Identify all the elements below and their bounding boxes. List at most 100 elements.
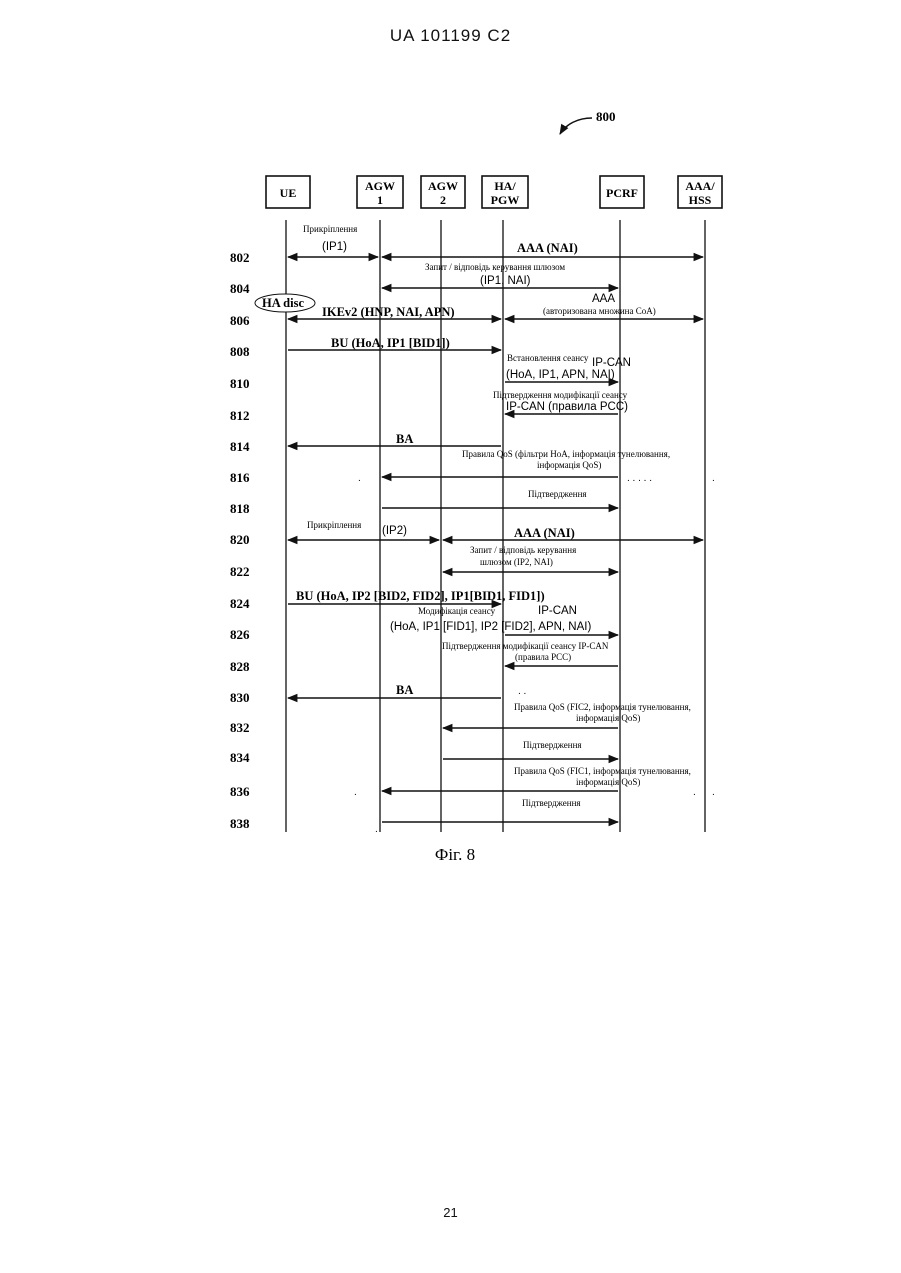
svg-text:IP-CAN: IP-CAN — [538, 605, 577, 617]
step-number: 820 — [230, 532, 250, 547]
message-816: Правила QoS (фільтри HoA, інформація тун… — [358, 449, 715, 484]
step-number: 826 — [230, 627, 250, 642]
svg-text:HA/: HA/ — [494, 179, 516, 193]
step-number: 834 — [230, 750, 250, 765]
svg-text:.: . — [375, 824, 378, 835]
message-812: Підтвердження модифікації сеансу IP-CAN … — [493, 390, 628, 414]
svg-text:IP-CAN: IP-CAN — [592, 357, 631, 369]
step-number: 814 — [230, 439, 250, 454]
svg-text:IP-CAN (правила PCC): IP-CAN (правила PCC) — [506, 401, 628, 413]
message-802: Прикріплення (IP1) AAA (NAI) — [288, 224, 703, 257]
step-number: 830 — [230, 690, 250, 705]
svg-text:Запит / відповідь керування шл: Запит / відповідь керування шлюзом — [425, 262, 565, 272]
svg-text:BA: BA — [396, 432, 413, 446]
message-806: HA disc AAA IKEv2 (HNP, NAI, APN) (автор… — [255, 293, 703, 319]
step-number: 838 — [230, 816, 250, 831]
svg-text:Запит / відповідь керування: Запит / відповідь керування — [470, 545, 576, 555]
svg-text:AGW: AGW — [365, 179, 395, 193]
svg-text:шлюзом (IP2, NAI): шлюзом (IP2, NAI) — [480, 557, 553, 567]
svg-text:(IP1): (IP1) — [322, 241, 347, 253]
svg-text:BA: BA — [396, 683, 413, 697]
page-number: 21 — [0, 1205, 901, 1220]
message-832: Правила QoS (FIC2, інформація тунелюванн… — [443, 702, 691, 728]
svg-text:Правила QoS (фільтри HoA, інфо: Правила QoS (фільтри HoA, інформація тун… — [462, 449, 670, 459]
step-number: 812 — [230, 408, 250, 423]
reference-number: 800 — [596, 109, 616, 124]
entity-pcrf: PCRF — [600, 176, 644, 208]
step-numbers: 802 804 806 808 810 812 814 816 818 820 … — [230, 250, 250, 831]
step-number: 802 — [230, 250, 250, 265]
svg-text:(правила PCC): (правила PCC) — [515, 652, 571, 662]
step-number: 810 — [230, 376, 250, 391]
step-number: 832 — [230, 720, 250, 735]
message-818: Підтвердження — [382, 489, 618, 508]
svg-text:.: . — [712, 787, 715, 798]
step-number: 828 — [230, 659, 250, 674]
message-830: BA . . — [288, 683, 526, 698]
step-number: 822 — [230, 564, 250, 579]
svg-text:BU (HoA, IP2 [BID2, FID2], IP1: BU (HoA, IP2 [BID2, FID2], IP1[BID1, FID… — [296, 589, 545, 603]
svg-text:. . . . .: . . . . . — [627, 473, 652, 484]
svg-text:HSS: HSS — [689, 193, 712, 207]
message-828: Підтвердження модифікації сеансу IP-CAN … — [442, 641, 618, 666]
step-number: 808 — [230, 344, 250, 359]
svg-text:(HoA, IP1 [FID1], IP2 [FID2],: (HoA, IP1 [FID1], IP2 [FID2], APN, NAI) — [390, 621, 591, 633]
message-820: Прикріплення (IP2) AAA (NAI) — [288, 520, 703, 540]
step-number: 816 — [230, 470, 250, 485]
svg-text:Підтвердження: Підтвердження — [523, 740, 582, 750]
message-824: BU (HoA, IP2 [BID2, FID2], IP1[BID1, FID… — [288, 589, 545, 604]
svg-text:. .: . . — [518, 686, 526, 697]
svg-text:Підтвердження модифікації сеан: Підтвердження модифікації сеансу — [493, 390, 628, 400]
svg-text:(HoA, IP1, APN, NAI): (HoA, IP1, APN, NAI) — [506, 369, 615, 381]
svg-text:.: . — [354, 787, 357, 798]
entity-agw1: AGW 1 — [357, 176, 403, 208]
svg-text:AAA/: AAA/ — [685, 179, 715, 193]
svg-text:2: 2 — [440, 193, 446, 207]
svg-text:Підтвердження модифікації сеан: Підтвердження модифікації сеансу IP-CAN — [442, 641, 609, 651]
svg-text:AAA (NAI): AAA (NAI) — [517, 241, 578, 255]
svg-text:Встановлення сеансу: Встановлення сеансу — [507, 353, 589, 363]
svg-text:Прикріплення: Прикріплення — [307, 520, 361, 530]
svg-text:Прикріплення: Прикріплення — [303, 224, 357, 234]
svg-text:Модифікація сеансу: Модифікація сеансу — [418, 606, 496, 616]
step-number: 806 — [230, 313, 250, 328]
figure-caption: Фіг. 8 — [435, 845, 475, 864]
svg-text:IKEv2 (HNP, NAI, APN): IKEv2 (HNP, NAI, APN) — [322, 305, 455, 319]
step-number: 824 — [230, 596, 250, 611]
message-810: Встановлення сеансу IP-CAN (HoA, IP1, AP… — [505, 353, 631, 382]
reference-arrow — [560, 118, 592, 134]
svg-text:Правила QoS (FIC1, інформація: Правила QoS (FIC1, інформація тунелюванн… — [514, 766, 691, 776]
svg-text:UE: UE — [280, 186, 297, 200]
svg-text:HA disc: HA disc — [262, 296, 304, 310]
svg-text:.: . — [712, 473, 715, 484]
message-826: Модифікація сеансу IP-CAN (HoA, IP1 [FID… — [390, 605, 618, 635]
svg-text:Підтвердження: Підтвердження — [528, 489, 587, 499]
svg-text:PCRF: PCRF — [606, 186, 638, 200]
svg-text:(IP1, NAI): (IP1, NAI) — [480, 275, 531, 287]
message-808: BU (HoA, IP1 [BID1]) — [288, 336, 501, 350]
message-822: Запит / відповідь керування шлюзом (IP2,… — [443, 545, 618, 572]
entity-agw2: AGW 2 — [421, 176, 465, 208]
message-804: Запит / відповідь керування шлюзом (IP1,… — [382, 262, 618, 288]
svg-text:(авторизована множина CoA): (авторизована множина CoA) — [543, 306, 656, 316]
svg-text:(IP2): (IP2) — [382, 525, 407, 537]
svg-text:Правила QoS (FIC2, інформація: Правила QoS (FIC2, інформація тунелюванн… — [514, 702, 691, 712]
svg-text:BU (HoA, IP1 [BID1]): BU (HoA, IP1 [BID1]) — [331, 336, 450, 350]
svg-text:інформація QoS): інформація QoS) — [537, 460, 601, 470]
message-814: BA — [288, 432, 501, 446]
svg-text:Підтвердження: Підтвердження — [522, 798, 581, 808]
entity-ha-pgw: HA/ PGW — [482, 176, 528, 208]
step-number: 818 — [230, 501, 250, 516]
message-838: Підтвердження . — [375, 798, 618, 835]
step-number: 804 — [230, 281, 250, 296]
message-836: Правила QoS (FIC1, інформація тунелюванн… — [354, 766, 715, 798]
svg-text:AAA (NAI): AAA (NAI) — [514, 526, 575, 540]
entity-ue: UE — [266, 176, 310, 208]
entity-aaa-hss: AAA/ HSS — [678, 176, 722, 208]
svg-text:інформація QoS): інформація QoS) — [576, 777, 640, 787]
svg-text:AGW: AGW — [428, 179, 458, 193]
svg-text:.: . — [358, 473, 361, 484]
svg-text:інформація QoS): інформація QoS) — [576, 713, 640, 723]
message-834: Підтвердження — [443, 740, 618, 759]
